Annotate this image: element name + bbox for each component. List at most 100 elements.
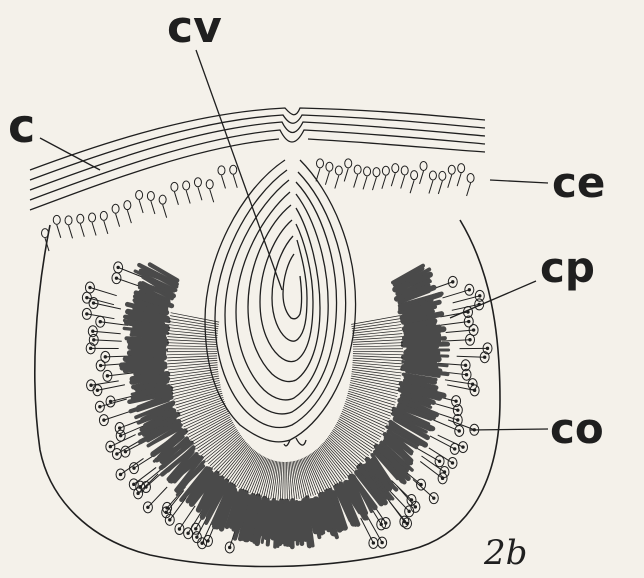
striation-line bbox=[171, 378, 219, 388]
striation-line bbox=[172, 383, 220, 394]
leader-lines bbox=[40, 50, 548, 430]
epidermis-fibre bbox=[363, 176, 367, 189]
epidermis-cell bbox=[53, 215, 60, 224]
striation-line bbox=[352, 328, 401, 334]
cell-fibre bbox=[420, 461, 442, 478]
epidermis-fibre bbox=[174, 192, 178, 205]
epidermis-cell bbox=[77, 214, 84, 223]
striation-line bbox=[167, 340, 217, 343]
epidermis-cell bbox=[439, 171, 446, 180]
epidermis-cell bbox=[147, 191, 154, 200]
epidermis-fibre bbox=[382, 176, 386, 189]
epidermis-cell bbox=[159, 195, 166, 204]
epidermis-cell bbox=[100, 211, 107, 220]
epidermis-cell bbox=[467, 173, 474, 182]
epidermis-fibre bbox=[69, 225, 73, 238]
epidermis-fibre bbox=[335, 176, 339, 189]
epidermis-cell bbox=[392, 164, 399, 173]
leader-line-co bbox=[470, 429, 548, 430]
pigment-spike bbox=[404, 357, 439, 359]
epidermis-fibre bbox=[127, 210, 131, 223]
striation-line bbox=[167, 356, 217, 358]
striation-line bbox=[350, 385, 398, 397]
striation-line bbox=[167, 358, 217, 361]
striation-line bbox=[167, 354, 217, 355]
striation-line bbox=[286, 462, 287, 500]
cell-fibre bbox=[170, 497, 187, 520]
epidermis-cell bbox=[89, 213, 96, 222]
epidermis-fibre bbox=[139, 200, 143, 213]
epidermis-cell bbox=[420, 161, 427, 170]
epidermis-fibre bbox=[116, 214, 120, 227]
epidermis-cell bbox=[65, 216, 72, 225]
striation-line bbox=[266, 461, 274, 499]
cuticle-layers bbox=[30, 108, 485, 210]
epidermis-fibre bbox=[233, 175, 237, 188]
striation-line bbox=[343, 407, 386, 426]
striation-line bbox=[296, 461, 304, 499]
epidermis-fibre bbox=[344, 168, 348, 181]
epidermis-fibre bbox=[354, 175, 358, 188]
striation-line bbox=[353, 356, 403, 358]
epidermis-cell bbox=[194, 178, 201, 187]
cell-fibre bbox=[361, 518, 374, 543]
striation-line bbox=[353, 358, 403, 361]
epidermis-cell bbox=[364, 167, 371, 176]
epidermis-cell bbox=[401, 166, 408, 175]
striation-line bbox=[353, 354, 403, 355]
label-ce: ce bbox=[552, 158, 605, 207]
epidermis-fibre bbox=[429, 180, 433, 193]
epidermis-cell bbox=[382, 166, 389, 175]
epidermis-fibre bbox=[104, 221, 108, 234]
figure-number: 2b bbox=[483, 533, 527, 573]
epidermis-cell bbox=[218, 166, 225, 175]
epidermis-cell bbox=[206, 180, 213, 189]
epidermis-fibre bbox=[325, 172, 329, 185]
epidermis-cell bbox=[183, 181, 190, 190]
epidermis-fibre bbox=[448, 175, 452, 188]
epidermis-fibre bbox=[210, 189, 214, 202]
epidermis-fibre bbox=[420, 171, 424, 184]
epidermis-cell bbox=[458, 164, 465, 173]
epidermis-cell bbox=[317, 159, 324, 168]
epidermis-cell bbox=[326, 162, 333, 171]
cell-fibre bbox=[422, 456, 445, 472]
label-c: c bbox=[8, 99, 35, 153]
striation-line bbox=[182, 405, 225, 424]
striation-line bbox=[220, 443, 248, 475]
epidermis-cell bbox=[429, 171, 436, 180]
cell-fibre bbox=[121, 458, 144, 474]
epidermis-fibre bbox=[372, 177, 376, 190]
epidermis-fibre bbox=[457, 173, 461, 186]
striation-line bbox=[353, 343, 403, 345]
epidermis-fibre bbox=[92, 222, 96, 235]
striation-line bbox=[350, 383, 398, 394]
striation-line bbox=[167, 346, 217, 347]
cell-fibre bbox=[443, 290, 470, 298]
striation-line bbox=[168, 328, 217, 334]
cell-fibre bbox=[104, 411, 131, 420]
striation-line bbox=[283, 462, 284, 500]
striation-line bbox=[173, 385, 221, 397]
striation-line bbox=[184, 407, 227, 426]
epidermis-fibre bbox=[410, 180, 414, 193]
leader-line-cv bbox=[196, 50, 282, 290]
epidermis-cell bbox=[124, 201, 131, 210]
epidermis-cell bbox=[112, 204, 119, 213]
epidermis-cell bbox=[335, 166, 342, 175]
epidermis-cell bbox=[373, 168, 380, 177]
label-cv: cv bbox=[167, 2, 222, 53]
epidermis-cell bbox=[354, 165, 361, 174]
cell-fibre bbox=[90, 288, 117, 296]
epidermis-fibre bbox=[151, 201, 155, 214]
epidermis-cell bbox=[448, 165, 455, 174]
striation-line bbox=[351, 378, 399, 388]
leader-line-ce bbox=[490, 180, 548, 183]
striation-line bbox=[352, 331, 402, 336]
epidermis-cell bbox=[230, 165, 237, 174]
striation-line bbox=[353, 340, 403, 343]
epidermis-cell bbox=[136, 191, 143, 200]
vitreous-body bbox=[205, 160, 356, 446]
striation-line bbox=[352, 365, 402, 370]
epidermis-fibre bbox=[163, 205, 167, 218]
